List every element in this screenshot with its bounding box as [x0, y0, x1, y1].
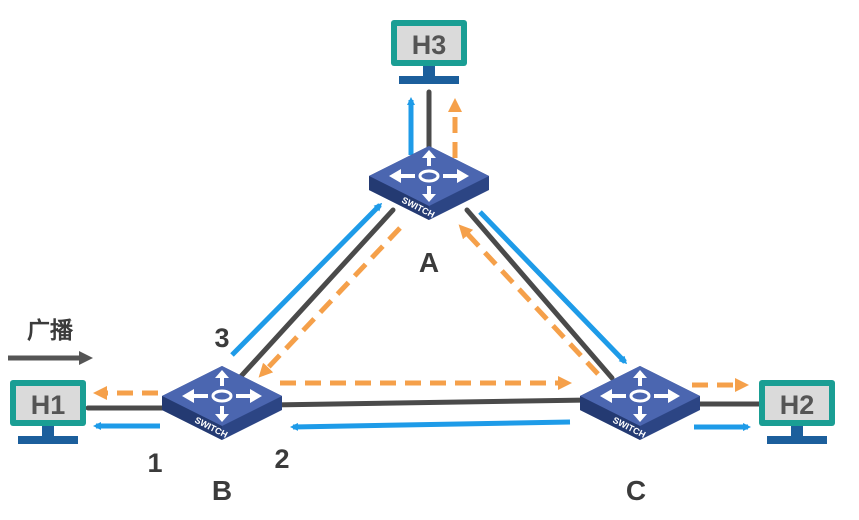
link-a-b	[230, 207, 396, 388]
host-h1: H1	[10, 380, 86, 444]
blue-arrow-a-to-c	[478, 210, 628, 365]
switch-a-label: A	[419, 247, 439, 278]
host-h3: H3	[391, 20, 467, 84]
port-3-label: 3	[214, 323, 229, 353]
link-b-c	[267, 397, 593, 408]
link-a-c	[464, 207, 615, 381]
host-h2: H2	[759, 380, 835, 444]
orange-arrow-c-to-a	[458, 224, 600, 376]
host-h2-label: H2	[780, 390, 815, 420]
blue-arrow-b-to-a	[230, 202, 383, 357]
switch-a: SWITCH	[367, 144, 491, 222]
switch-c-label: C	[626, 475, 646, 506]
broadcast-legend: 广播	[8, 317, 93, 365]
switch-b-label: B	[212, 475, 232, 506]
switch-c: SWITCH	[578, 364, 702, 442]
blue-flows	[93, 97, 751, 431]
broadcast-label: 广播	[27, 317, 74, 343]
blue-arrow-c-to-b	[290, 419, 571, 431]
orange-flows	[93, 98, 749, 400]
links	[85, 89, 765, 411]
switch-b: SWITCH	[160, 364, 284, 442]
host-h1-label: H1	[31, 390, 66, 420]
port-2-label: 2	[274, 444, 289, 474]
host-h3-label: H3	[412, 30, 447, 60]
orange-arrow-a-to-b	[258, 226, 402, 378]
port-1-label: 1	[147, 448, 162, 478]
